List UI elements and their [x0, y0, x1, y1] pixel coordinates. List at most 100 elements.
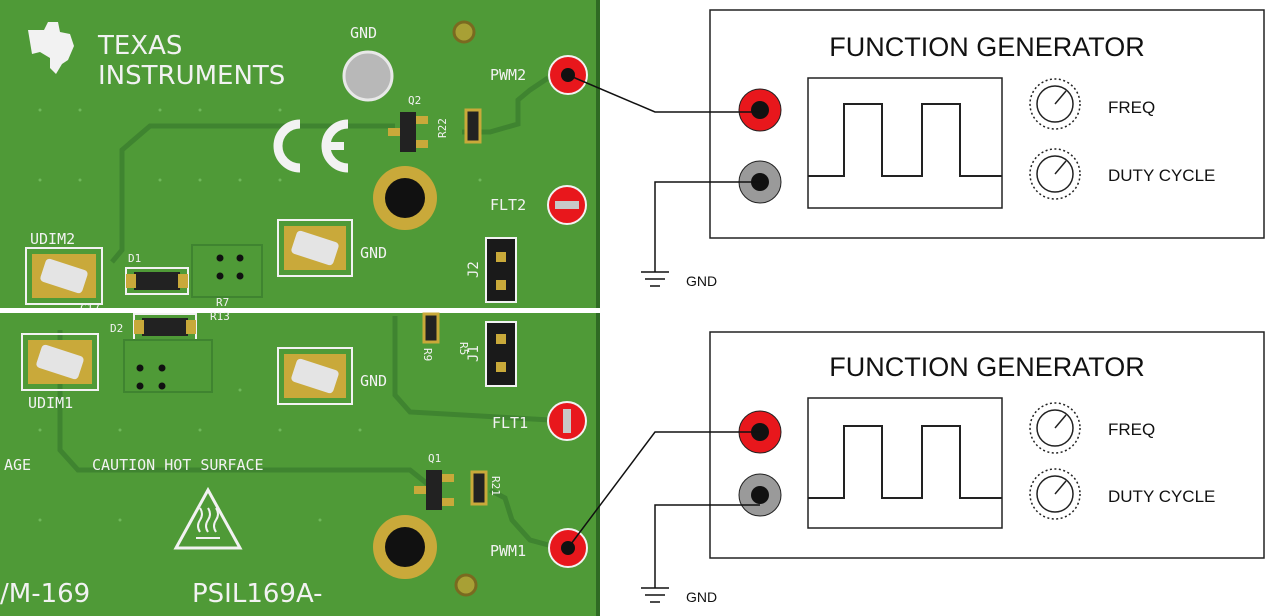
texas-state-icon — [28, 22, 74, 74]
duty-cycle-label-1: DUTY CYCLE — [1108, 166, 1215, 185]
via — [158, 382, 166, 390]
j2-pin — [496, 280, 506, 290]
q2-pin — [416, 116, 428, 124]
j1-header — [485, 321, 517, 387]
ti-logo-line1: TEXAS — [97, 31, 182, 61]
function-generator-1: FUNCTION GENERATOR FREQ DUTY CYCLE — [709, 9, 1265, 239]
pwm1-label: PWM1 — [490, 542, 526, 560]
udim2-pad-inner — [40, 258, 88, 294]
ground-symbol-1-icon — [641, 271, 669, 287]
pcb-top-section: TEXAS INSTRUMENTS GND Q2 R22 PWM2 FLT2 — [0, 0, 600, 315]
d2-pin — [134, 320, 144, 334]
d1-pin — [178, 274, 188, 288]
model-fragment: /M-169 — [0, 579, 90, 609]
j1-label: J1 — [466, 345, 482, 362]
trace-caution — [57, 330, 432, 488]
udim1-pad-inner — [36, 344, 84, 380]
waveform-display-1 — [807, 77, 1003, 209]
mount-hole-top — [452, 20, 476, 44]
via — [136, 364, 144, 372]
q2-label: Q2 — [408, 94, 421, 107]
d2-pin — [186, 320, 196, 334]
r22-label: R22 — [436, 118, 449, 138]
freq-knob-2-icon — [1029, 402, 1081, 454]
freq-knob-1-icon — [1029, 78, 1081, 130]
q1-pin — [442, 498, 454, 506]
gnd-top-label: GND — [350, 24, 377, 42]
q1-label: Q1 — [428, 452, 441, 465]
connection-wires — [567, 74, 760, 588]
flt2-terminal-slot — [555, 201, 579, 209]
d1-label: D1 — [128, 252, 141, 265]
r5-label: R5 — [457, 342, 470, 355]
via — [236, 254, 244, 262]
flt1-terminal-slot — [563, 409, 571, 433]
caution-label: CAUTION HOT SURFACE — [92, 456, 264, 474]
pwm2-label: PWM2 — [490, 66, 526, 84]
q1-transistor — [426, 470, 442, 510]
trace-flt1 — [392, 316, 551, 423]
via — [216, 254, 224, 262]
j1-pin — [496, 362, 506, 372]
duty-cycle-label-2: DUTY CYCLE — [1108, 487, 1215, 506]
hot-surface-icon — [173, 486, 243, 550]
d1-pin — [126, 274, 136, 288]
q1-pin — [414, 486, 426, 494]
via-grid-bottom — [38, 388, 362, 522]
output-ground-terminal-2-hole — [751, 486, 769, 504]
square-wave-2 — [808, 425, 1002, 499]
via — [236, 272, 244, 280]
d2-diode — [142, 318, 188, 336]
part-fragment: PSIL169A- — [192, 579, 323, 609]
gnd-pad-bottom-outline — [277, 347, 353, 405]
d1-diode — [134, 272, 180, 290]
duty-cycle-knob-2-icon — [1029, 468, 1081, 520]
udim1-label: UDIM1 — [28, 394, 73, 412]
r22-resistor — [464, 108, 482, 144]
mount-hole-large-top-center — [385, 178, 425, 218]
via-grid-top — [38, 108, 482, 182]
r13-label: R13 — [210, 310, 230, 323]
trace-q2-udim2 — [110, 123, 395, 264]
function-generator-1-title: FUNCTION GENERATOR — [829, 32, 1145, 62]
flt1-label: FLT1 — [492, 414, 528, 432]
wire-generator-1-ground — [654, 181, 760, 272]
output-positive-terminal-1-hole — [751, 101, 769, 119]
trace-pwm1 — [488, 487, 553, 549]
q2-pin — [388, 128, 400, 136]
freq-label-2: FREQ — [1108, 420, 1155, 439]
q1-pin — [442, 474, 454, 482]
ti-logo-line2: INSTRUMENTS — [98, 61, 285, 91]
pcb-bottom-section: D2 R13 UDIM1 GND R5 R9 J1 FLT1 — [0, 310, 600, 616]
j1-pin — [496, 334, 506, 344]
udim2-label: UDIM2 — [30, 230, 75, 248]
wire-generator-2-ground — [654, 504, 760, 588]
r7-footprint — [191, 244, 263, 298]
ground-label-1: GND — [686, 273, 717, 289]
wire-pwm1-to-generator-2 — [567, 431, 760, 549]
ground-label-2: GND — [686, 589, 717, 605]
pcb-top-edge — [596, 0, 600, 310]
duty-cycle-knob-1-icon — [1029, 148, 1081, 200]
q2-pin — [416, 140, 428, 148]
waveform-display-2 — [807, 397, 1003, 529]
function-generator-2: FUNCTION GENERATOR FREQ DUTY CYCLE — [709, 331, 1265, 559]
gnd-pad-bottom-inner — [291, 358, 339, 394]
r9-label: R9 — [421, 348, 434, 361]
via — [216, 272, 224, 280]
udim2-pad-outline — [25, 247, 103, 305]
r5-resistor — [422, 312, 440, 344]
trace-pwm2 — [462, 75, 550, 135]
gnd-pad-top-inner — [291, 230, 339, 266]
d2-label: D2 — [110, 322, 123, 335]
via — [158, 364, 166, 372]
r7-label: R7 — [216, 296, 229, 309]
mount-hole-bottom — [454, 573, 478, 597]
wire-pwm2-to-generator-1 — [567, 74, 760, 113]
q2-transistor — [400, 112, 416, 152]
mount-hole-large-bottom-center — [385, 527, 425, 567]
r13-footprint — [123, 339, 213, 393]
via — [136, 382, 144, 390]
ti-logo: TEXAS INSTRUMENTS — [28, 22, 285, 91]
gnd-pad-bottom-label: GND — [360, 372, 387, 390]
